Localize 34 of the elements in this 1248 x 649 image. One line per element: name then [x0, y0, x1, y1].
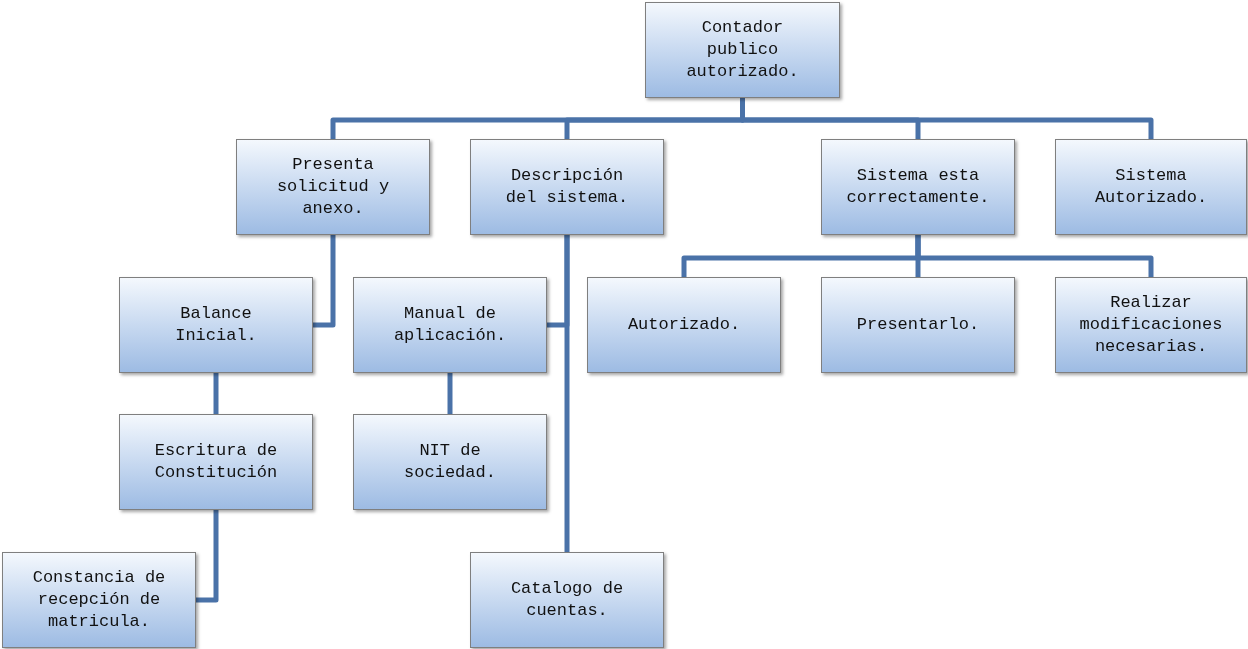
process-box — [1055, 277, 1247, 373]
box-label: Sistema Autorizado. — [1093, 165, 1209, 209]
box-label: Constancia de recepción de matricula. — [31, 567, 167, 633]
box-label: Sistema esta correctamente. — [845, 165, 991, 209]
connector-line — [313, 235, 336, 328]
process-box — [119, 414, 313, 510]
box-label: Escritura de Constitución — [153, 440, 279, 484]
process-box — [470, 139, 664, 235]
process-box — [353, 414, 547, 510]
box-label: Presentarlo. — [856, 314, 980, 336]
process-box — [587, 277, 781, 373]
box-label: NIT de sociedad. — [403, 440, 497, 484]
connector-line — [564, 235, 570, 552]
box-label: Presenta solicitud y anexo. — [275, 154, 391, 220]
box-label: Balance Inicial. — [174, 303, 258, 347]
process-box — [119, 277, 313, 373]
box-label: Catalogo de cuentas. — [509, 578, 625, 622]
process-box — [645, 2, 840, 98]
connector-line — [213, 373, 219, 414]
connector-line — [447, 373, 453, 414]
box-label: Realizar modificaciones necesarias. — [1078, 292, 1224, 358]
process-box — [353, 277, 547, 373]
box-label: Autorizado. — [627, 314, 741, 336]
connector-line — [915, 235, 1154, 277]
process-box — [821, 139, 1015, 235]
box-label: Descripción del sistema. — [504, 165, 630, 209]
connector-line — [196, 510, 219, 603]
process-box — [236, 139, 430, 235]
process-box — [470, 552, 664, 648]
process-box — [821, 277, 1015, 373]
process-box — [2, 552, 196, 648]
box-label: Manual de aplicación. — [392, 303, 508, 347]
box-label: Contador publico autorizado. — [685, 17, 800, 83]
process-box — [1055, 139, 1247, 235]
